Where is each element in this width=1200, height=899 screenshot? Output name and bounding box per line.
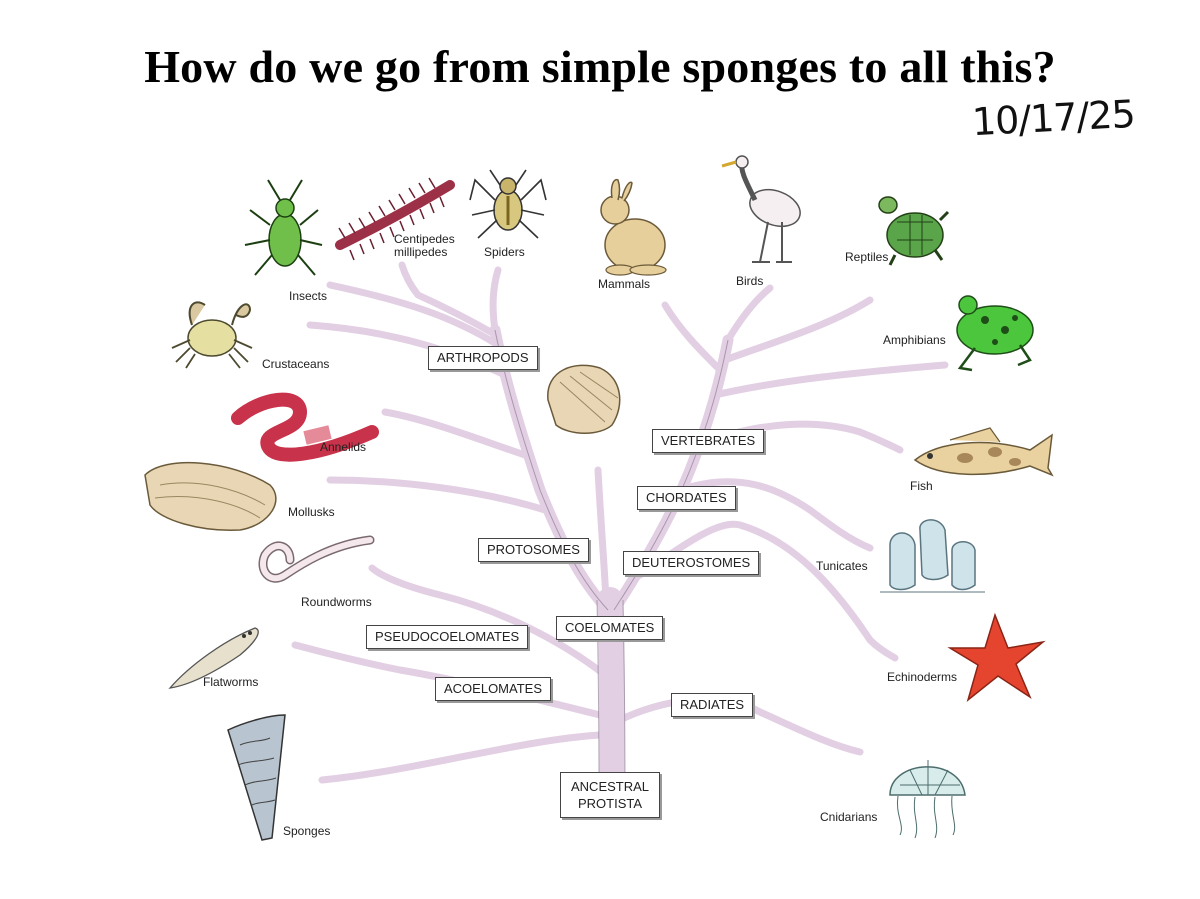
- label-centipedes: Centipedes millipedes: [394, 233, 455, 259]
- branch-annelids: [385, 412, 525, 455]
- branch-lines: [295, 265, 945, 790]
- sponge-illustration: [228, 715, 285, 840]
- label-insects: Insects: [289, 290, 327, 303]
- group-coelomates: COELOMATES: [556, 616, 663, 640]
- label-crustaceans: Crustaceans: [262, 358, 329, 371]
- branch-mammals: [665, 305, 720, 370]
- fish-illustration: [915, 428, 1052, 475]
- ancestral-line-1: ANCESTRAL: [571, 778, 649, 795]
- branch-mollusks: [330, 480, 545, 510]
- branch-birds: [728, 288, 770, 340]
- label-reptiles: Reptiles: [845, 251, 888, 264]
- ancestral-line-2: PROTISTA: [571, 795, 649, 812]
- label-cnidarians: Cnidarians: [820, 811, 877, 824]
- label-roundworms: Roundworms: [301, 596, 372, 609]
- group-acoelomates: ACOELOMATES: [435, 677, 551, 701]
- starfish-illustration: [950, 615, 1043, 700]
- group-chordates: CHORDATES: [637, 486, 736, 510]
- label-annelids: Annelids: [320, 441, 366, 454]
- group-deuterostomes: DEUTEROSTOMES: [623, 551, 759, 575]
- group-pseudocoelomates: PSEUDOCOELOMATES: [366, 625, 528, 649]
- tunicate-illustration: [880, 520, 985, 592]
- crab-illustration: [172, 302, 252, 368]
- label-birds: Birds: [736, 275, 763, 288]
- label-amphibians: Amphibians: [883, 334, 946, 347]
- label-fish: Fish: [910, 480, 933, 493]
- turtle-illustration: [879, 197, 948, 265]
- roundworm-illustration: [263, 540, 370, 578]
- group-radiates: RADIATES: [671, 693, 753, 717]
- frog-illustration: [957, 296, 1033, 370]
- label-mollusks: Mollusks: [288, 506, 335, 519]
- label-tunicates: Tunicates: [816, 560, 868, 573]
- branch-centipedes: [402, 265, 496, 335]
- mollusk-illustration: [145, 463, 276, 531]
- label-centipedes-line-2: millipedes: [394, 246, 455, 259]
- branch-amphibians: [715, 365, 945, 395]
- branch-middle: [598, 470, 606, 600]
- label-spiders: Spiders: [484, 246, 525, 259]
- insect-illustration: [245, 180, 322, 275]
- group-ancestral-protista: ANCESTRAL PROTISTA: [560, 772, 660, 818]
- group-vertebrates: VERTEBRATES: [652, 429, 764, 453]
- branch-sponges: [322, 735, 600, 780]
- label-flatworms: Flatworms: [203, 676, 258, 689]
- label-sponges: Sponges: [283, 825, 330, 838]
- label-mammals: Mammals: [598, 278, 650, 291]
- spider-illustration: [470, 170, 546, 238]
- jellyfish-illustration: [890, 760, 965, 838]
- group-protosomes: PROTOSOMES: [478, 538, 589, 562]
- clam-illustration: [548, 365, 620, 433]
- rabbit-illustration: [601, 180, 666, 275]
- bird-illustration: [722, 156, 805, 262]
- branch-spiders: [493, 270, 498, 330]
- group-arthropods: ARTHROPODS: [428, 346, 538, 370]
- label-echinoderms: Echinoderms: [887, 671, 957, 684]
